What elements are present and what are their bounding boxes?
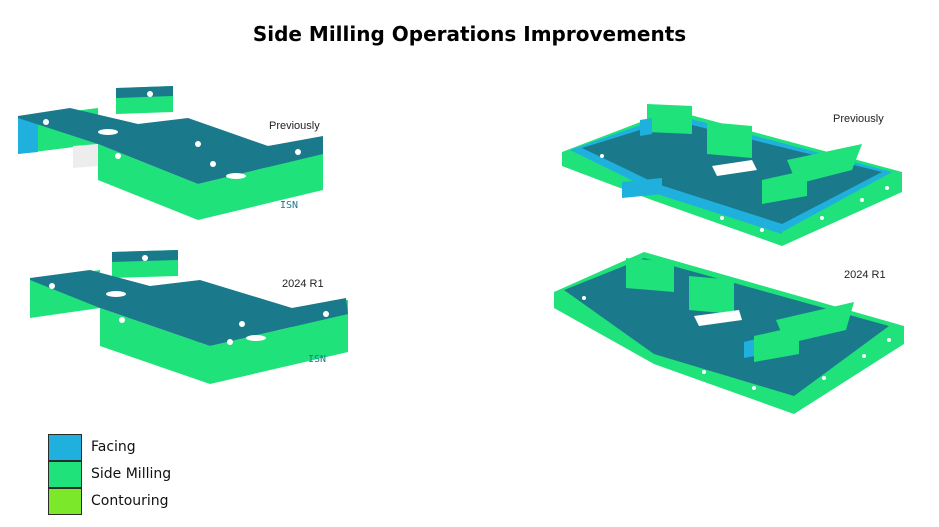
page-title: Side Milling Operations Improvements xyxy=(252,22,687,46)
small-part-previous-walls xyxy=(18,86,323,220)
small-part-previous-holes xyxy=(43,91,301,179)
legend-label-facing: Facing xyxy=(91,439,136,455)
large-part-previous xyxy=(562,100,917,250)
large-part-previous-holes xyxy=(600,154,889,232)
large-part-2024-holes xyxy=(582,296,891,390)
small-part-previous: ISN xyxy=(18,86,338,236)
small-part-2024-holes xyxy=(49,255,329,345)
facing-swatch xyxy=(48,434,82,461)
small-part-previous-engraving: ISN xyxy=(280,200,298,211)
large-part-2024 xyxy=(554,252,909,417)
side-milling-swatch xyxy=(48,461,82,488)
small-part-2024-caption: 2024 R1 xyxy=(282,278,324,290)
large-part-previous-ribs xyxy=(640,104,862,204)
small-part-2024: ISN xyxy=(30,250,350,390)
legend-label-contouring: Contouring xyxy=(91,493,169,509)
small-part-2024-engraving: ISN xyxy=(308,354,326,365)
legend-label-side-milling: Side Milling xyxy=(91,466,172,482)
large-part-2024-caption: 2024 R1 xyxy=(844,269,886,281)
contouring-swatch xyxy=(48,488,82,515)
small-part-previous-top-face xyxy=(18,86,323,184)
large-part-2024-ribs xyxy=(626,258,854,362)
large-part-previous-caption: Previously xyxy=(833,113,884,125)
small-part-previous-caption: Previously xyxy=(269,120,320,132)
